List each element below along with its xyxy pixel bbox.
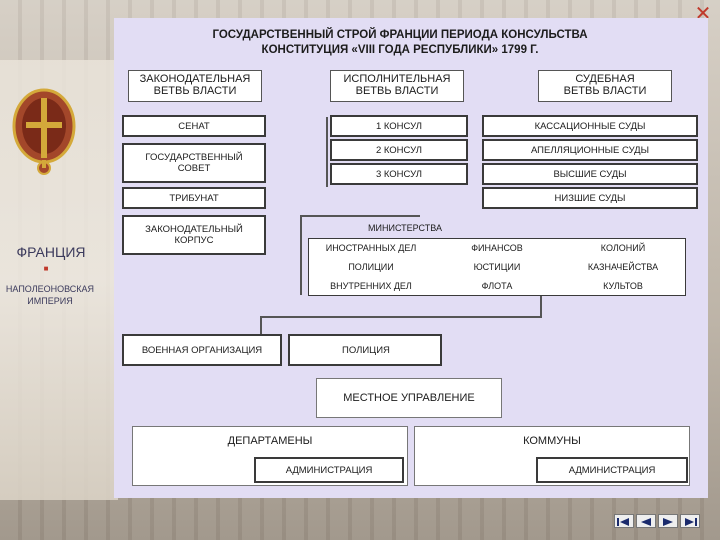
- diagram-title: ГОСУДАРСТВЕННЫЙ СТРОЙ ФРАНЦИИ ПЕРИОДА КО…: [120, 28, 680, 58]
- arrow-left-icon: [641, 518, 651, 526]
- state-council-line1: ГОСУДАРСТВЕННЫЙ: [145, 152, 243, 163]
- departments-admin-box: АДМИНИСТРАЦИЯ: [254, 457, 404, 483]
- ministries-down: [540, 296, 542, 318]
- cassation-courts-box: КАССАЦИОННЫЕ СУДЫ: [482, 115, 698, 137]
- police-box: ПОЛИЦИЯ: [288, 334, 442, 366]
- consul-2-box: 2 КОНСУЛ: [330, 139, 468, 161]
- ministries-connector-v: [300, 215, 302, 295]
- ministry-police: ПОЛИЦИИ: [348, 262, 394, 272]
- arrow-right-icon: [663, 518, 673, 526]
- legislative-corps-line1: ЗАКОНОДАТЕЛЬНЫЙ: [145, 224, 243, 235]
- military-organization-box: ВОЕННАЯ ОРГАНИЗАЦИЯ: [122, 334, 282, 366]
- state-council-box: ГОСУДАРСТВЕННЫЙ СОВЕТ: [122, 143, 266, 183]
- branch-legislative-line2: ВЕТВЬ ВЛАСТИ: [153, 85, 237, 97]
- higher-courts-box: ВЫСШИЕ СУДЫ: [482, 163, 698, 185]
- ministry-justice: ЮСТИЦИИ: [473, 262, 521, 272]
- country-label: ФРАНЦИЯ: [16, 244, 86, 260]
- branch-executive-line2: ВЕТВЬ ВЛАСТИ: [355, 85, 439, 97]
- ministry-colonies: КОЛОНИЙ: [600, 243, 646, 253]
- coat-of-arms-emblem: [12, 88, 76, 175]
- departments-label: ДЕПАРТАМЕНЫ: [227, 435, 313, 447]
- ministry-navy: ФЛОТА: [481, 281, 513, 291]
- consul-1-box: 1 КОНСУЛ: [330, 115, 468, 137]
- ministries-grid: [308, 238, 686, 296]
- lower-courts-box: НИЗШИЕ СУДЫ: [482, 187, 698, 209]
- appeal-courts-box: АПЕЛЛЯЦИОННЫЕ СУДЫ: [482, 139, 698, 161]
- last-slide-button[interactable]: [680, 514, 700, 528]
- previous-slide-button[interactable]: [636, 514, 656, 528]
- local-government-box: МЕСТНОЕ УПРАВЛЕНИЕ: [316, 378, 502, 418]
- military-connector: [260, 316, 540, 318]
- senate-box: СЕНАТ: [122, 115, 266, 137]
- ministry-cults: КУЛЬТОВ: [603, 281, 643, 291]
- branch-executive: ИСПОЛНИТЕЛЬНАЯ ВЕТВЬ ВЛАСТИ: [330, 70, 464, 102]
- legislative-corps-box: ЗАКОНОДАТЕЛЬНЫЙ КОРПУС: [122, 215, 266, 255]
- ministry-foreign-affairs: ИНОСТРАННЫХ ДЕЛ: [325, 243, 417, 253]
- military-connector-left: [260, 316, 262, 334]
- consul-bracket: [326, 117, 328, 187]
- communes-label: КОММУНЫ: [523, 435, 581, 447]
- bullet-marker: ■: [43, 264, 49, 273]
- branch-judicial-line2: ВЕТВЬ ВЛАСТИ: [563, 85, 647, 97]
- tribunate-box: ТРИБУНАТ: [122, 187, 266, 209]
- empire-label-2[interactable]: ИМПЕРИЯ: [27, 296, 73, 306]
- skip-back-icon: [617, 518, 629, 526]
- first-slide-button[interactable]: [614, 514, 634, 528]
- title-line-1: ГОСУДАРСТВЕННЫЙ СТРОЙ ФРАНЦИИ ПЕРИОДА КО…: [212, 29, 588, 41]
- title-line-2: КОНСТИТУЦИЯ «VIII ГОДА РЕСПУБЛИКИ» 1799 …: [261, 44, 539, 56]
- communes-admin-box: АДМИНИСТРАЦИЯ: [536, 457, 688, 483]
- branch-executive-line1: ИСПОЛНИТЕЛЬНАЯ: [343, 73, 451, 85]
- empire-label-1[interactable]: НАПОЛЕОНОВСКАЯ: [5, 284, 95, 294]
- next-slide-button[interactable]: [658, 514, 678, 528]
- branch-judicial: СУДЕБНАЯ ВЕТВЬ ВЛАСТИ: [538, 70, 672, 102]
- skip-forward-icon: [685, 518, 697, 526]
- ministry-treasury: КАЗНАЧЕЙСТВА: [587, 262, 659, 272]
- ministries-label: МИНИСТЕРСТВА: [368, 223, 442, 233]
- ministry-interior: ВНУТРЕННИХ ДЕЛ: [330, 281, 412, 291]
- state-council-line2: СОВЕТ: [177, 163, 211, 174]
- consul-3-box: 3 КОНСУЛ: [330, 163, 468, 185]
- ministries-connector-h: [300, 215, 420, 217]
- branch-judicial-line1: СУДЕБНАЯ: [575, 73, 635, 85]
- branch-legislative: ЗАКОНОДАТЕЛЬНАЯ ВЕТВЬ ВЛАСТИ: [128, 70, 262, 102]
- ministry-finance: ФИНАНСОВ: [471, 243, 523, 253]
- branch-legislative-line1: ЗАКОНОДАТЕЛЬНАЯ: [139, 73, 251, 85]
- legislative-corps-line2: КОРПУС: [174, 235, 214, 246]
